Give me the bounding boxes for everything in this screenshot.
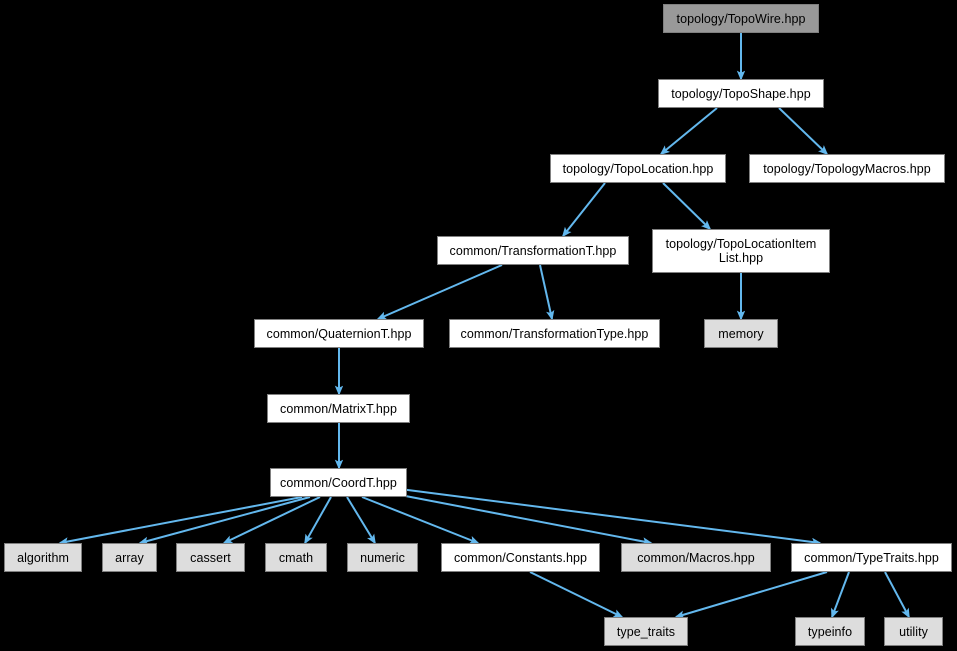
edge-toposhape-to-topologymacros — [778, 107, 829, 156]
graph-node-label-topowire: topology/TopoWire.hpp — [676, 11, 806, 26]
edge-constants-to-type_traits — [529, 571, 624, 618]
graph-node-label-type_traits: type_traits — [616, 624, 676, 639]
graph-node-numeric[interactable]: numeric — [347, 543, 418, 572]
graph-node-topowire[interactable]: topology/TopoWire.hpp — [663, 4, 819, 33]
graph-node-label-constants: common/Constants.hpp — [453, 550, 587, 565]
graph-node-array[interactable]: array — [102, 543, 157, 572]
graph-node-coordt[interactable]: common/CoordT.hpp — [270, 468, 407, 497]
graph-node-quaterniont[interactable]: common/QuaternionT.hpp — [254, 319, 424, 348]
graph-node-cassert[interactable]: cassert — [176, 543, 245, 572]
graph-node-label-numeric: numeric — [360, 550, 405, 565]
edge-typetraits-to-utility — [884, 571, 910, 619]
graph-node-label-macros: common/Macros.hpp — [637, 550, 755, 565]
graph-node-label-transformationtype: common/TransformationType.hpp — [460, 326, 649, 341]
graph-node-label-array: array — [115, 550, 144, 565]
graph-node-topologymacros[interactable]: topology/TopologyMacros.hpp — [749, 154, 945, 183]
graph-node-label-typeinfo: typeinfo — [807, 624, 853, 639]
edge-coordt-to-constants — [361, 496, 480, 544]
graph-node-label-coordt: common/CoordT.hpp — [280, 475, 397, 490]
graph-node-toposhape[interactable]: topology/TopoShape.hpp — [658, 79, 824, 108]
graph-node-transformationt[interactable]: common/TransformationT.hpp — [437, 236, 629, 265]
edge-typetraits-to-type_traits — [674, 571, 828, 619]
edge-coordt-to-algorithm — [58, 496, 303, 546]
graph-node-label-toposhape: topology/TopoShape.hpp — [671, 86, 811, 101]
graph-node-label-quaterniont: common/QuaternionT.hpp — [266, 326, 412, 341]
graph-node-cmath[interactable]: cmath — [265, 543, 327, 572]
graph-node-label-memory: memory — [718, 326, 764, 341]
graph-node-label-topolocation: topology/TopoLocation.hpp — [562, 161, 714, 176]
graph-node-label-matrixt: common/MatrixT.hpp — [280, 401, 397, 416]
edge-transformationt-to-quaterniont — [376, 264, 503, 320]
graph-node-label-topologymacros: topology/TopologyMacros.hpp — [763, 161, 931, 176]
edge-toposhape-to-topolocation — [659, 107, 718, 156]
edge-coordt-to-cassert — [222, 496, 321, 544]
graph-node-label-transformationt: common/TransformationT.hpp — [449, 243, 617, 258]
graph-node-memory[interactable]: memory — [704, 319, 778, 348]
graph-node-label-cmath: cmath — [278, 550, 314, 565]
graph-node-utility[interactable]: utility — [884, 617, 943, 646]
edge-coordt-to-typetraits — [399, 488, 822, 547]
edge-coordt-to-array — [138, 496, 311, 545]
graph-node-constants[interactable]: common/Constants.hpp — [441, 543, 600, 572]
graph-node-typetraits[interactable]: common/TypeTraits.hpp — [791, 543, 952, 572]
graph-node-transformationtype[interactable]: common/TransformationType.hpp — [449, 319, 660, 348]
edge-coordt-to-numeric — [346, 496, 376, 545]
edge-coordt-to-cmath — [304, 496, 332, 545]
graph-node-typeinfo[interactable]: typeinfo — [795, 617, 865, 646]
graph-node-topolocation[interactable]: topology/TopoLocation.hpp — [550, 154, 726, 183]
edge-typetraits-to-typeinfo — [831, 571, 850, 619]
graph-node-topolocationitemlist[interactable]: topology/TopoLocationItem List.hpp — [652, 229, 830, 273]
graph-node-label-typetraits: common/TypeTraits.hpp — [804, 550, 939, 565]
edge-transformationt-to-transformationtype — [539, 264, 555, 321]
graph-node-matrixt[interactable]: common/MatrixT.hpp — [267, 394, 410, 423]
graph-node-label-algorithm: algorithm — [17, 550, 69, 565]
edge-topolocation-to-topolocationitemlist — [662, 182, 712, 231]
graph-node-label-utility: utility — [899, 624, 928, 639]
edge-coordt-to-macros — [394, 493, 653, 546]
graph-node-algorithm[interactable]: algorithm — [4, 543, 82, 572]
graph-node-label-cassert: cassert — [190, 550, 231, 565]
graph-node-macros[interactable]: common/Macros.hpp — [621, 543, 771, 572]
graph-node-type_traits[interactable]: type_traits — [604, 617, 688, 646]
edge-topolocation-to-transformationt — [562, 182, 606, 238]
graph-node-label-topolocationitemlist: topology/TopoLocationItem List.hpp — [665, 237, 817, 265]
